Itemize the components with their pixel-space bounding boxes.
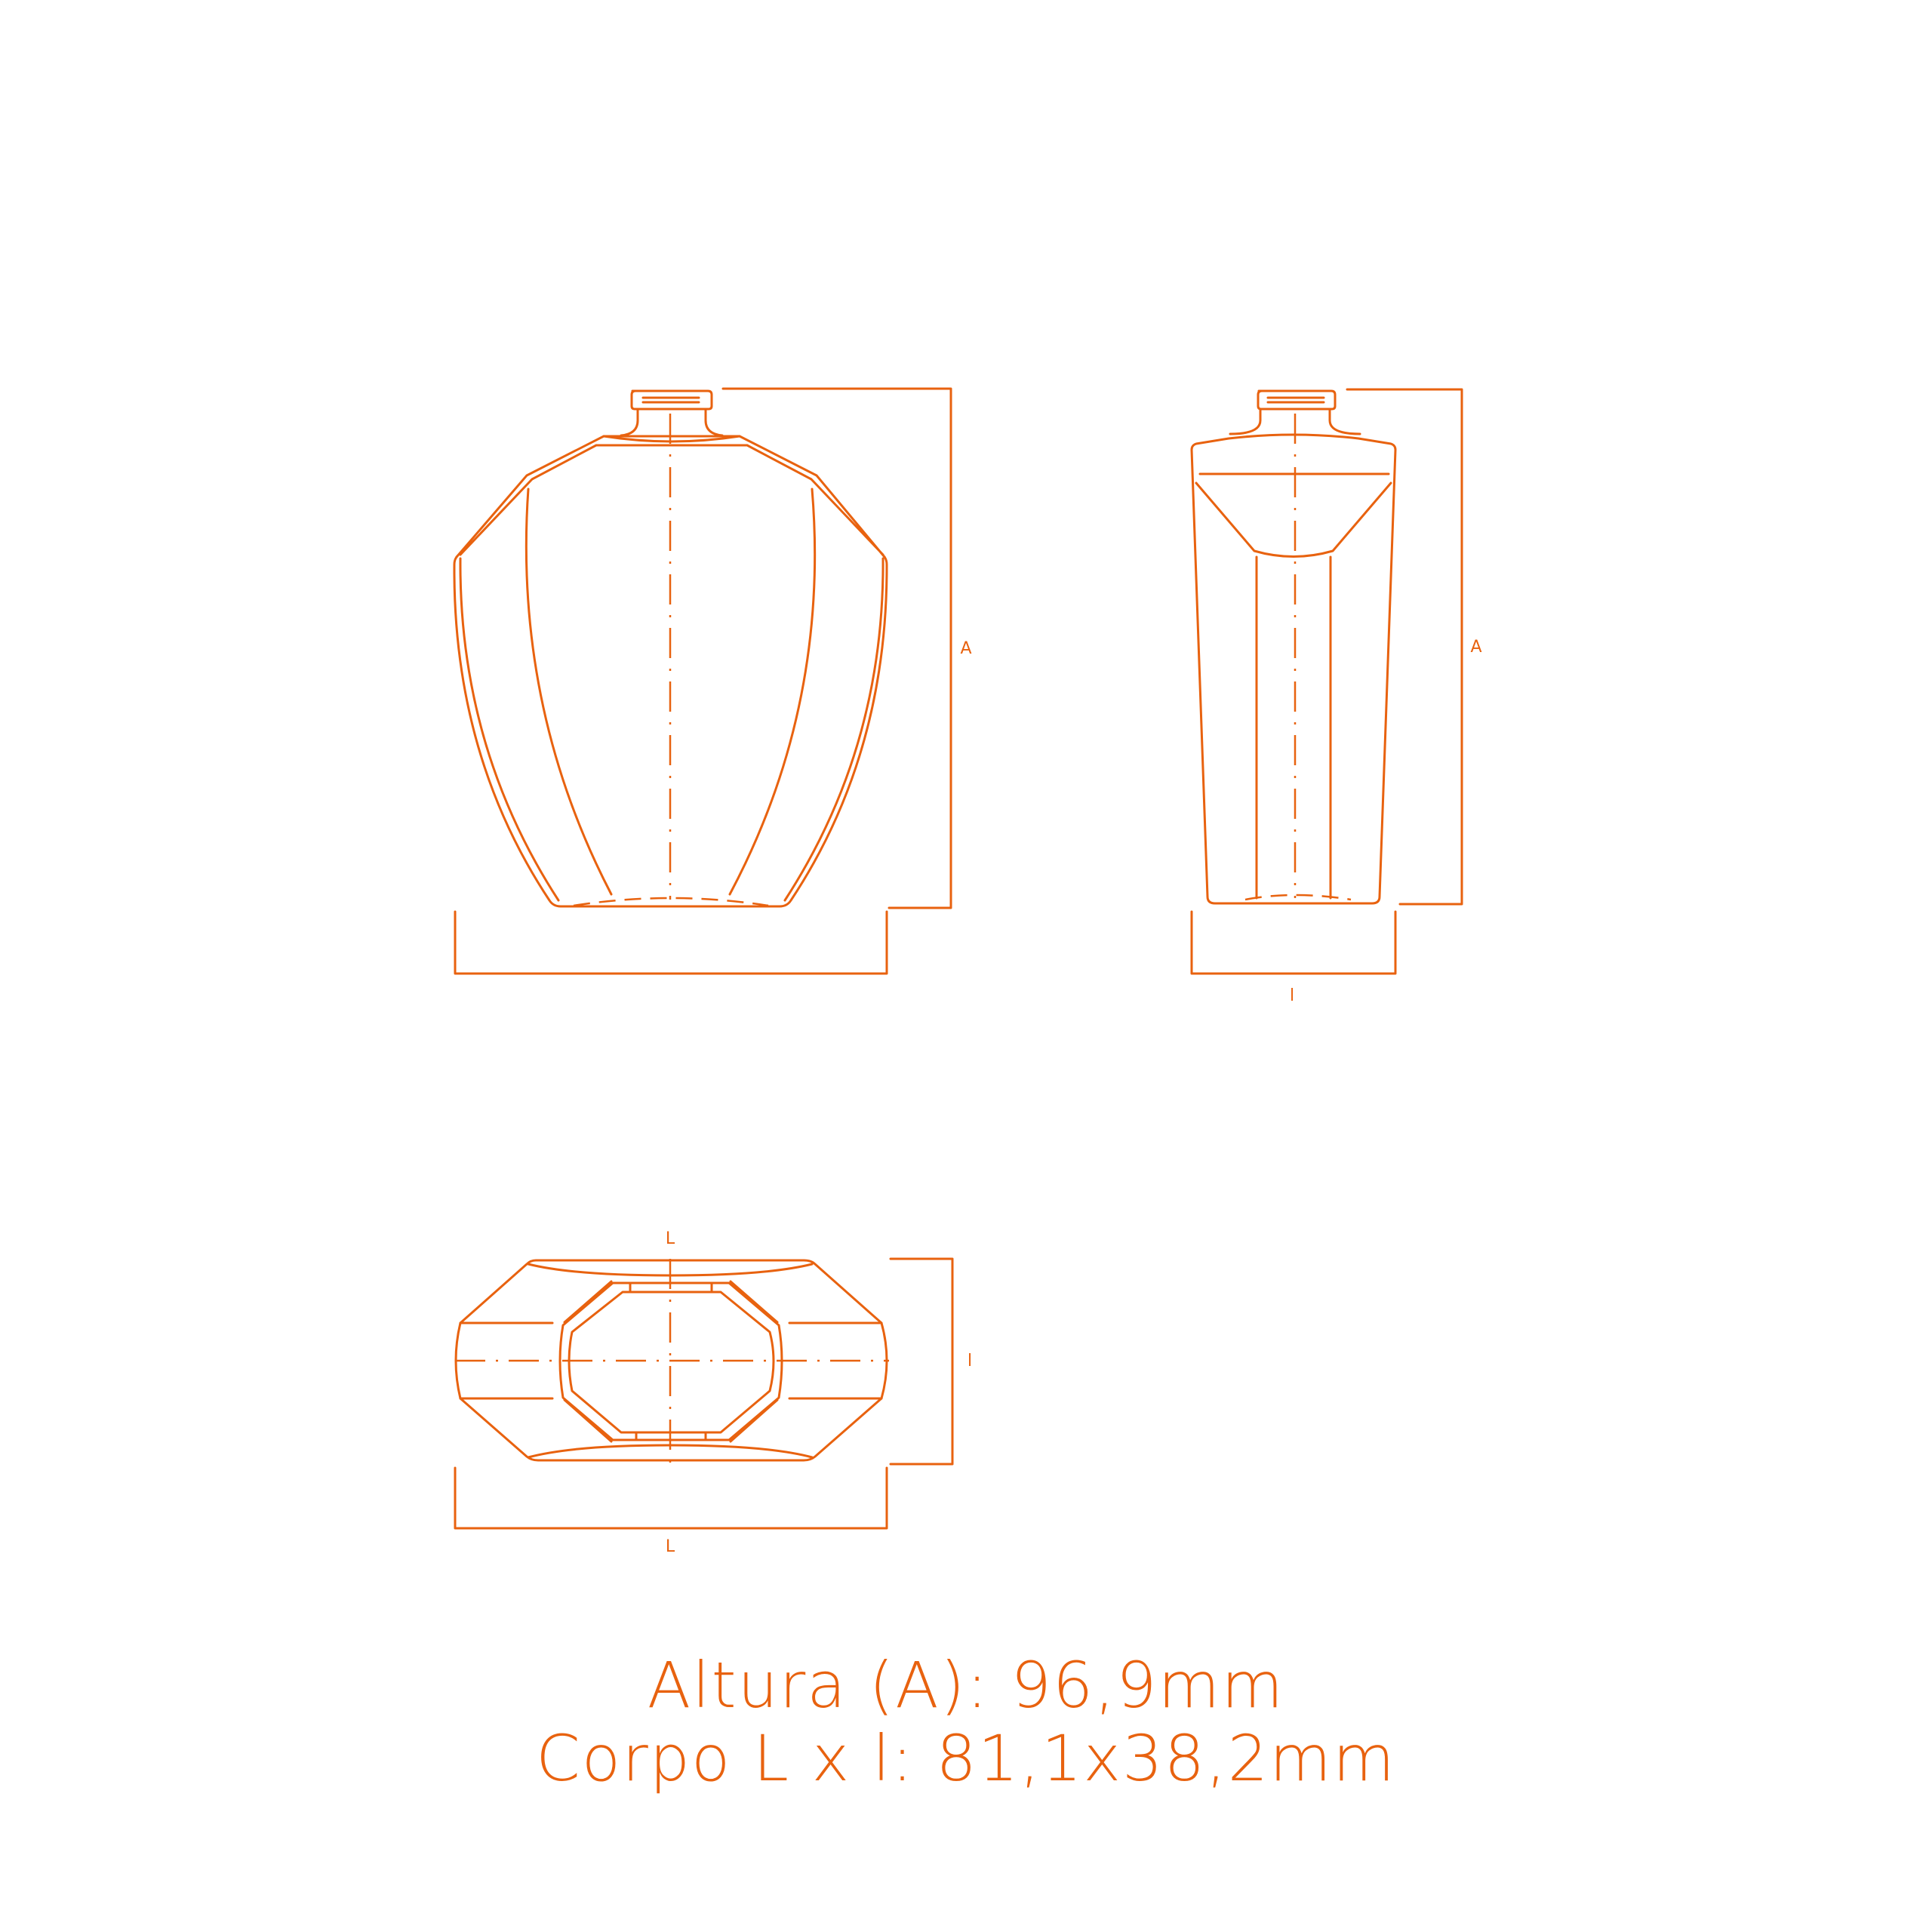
front-height-dimension bbox=[721, 387, 952, 909]
side-body bbox=[1190, 433, 1397, 905]
top-length-label-bottom: L bbox=[666, 1537, 675, 1556]
front-body-inner bbox=[459, 488, 884, 902]
side-height-dimension bbox=[1346, 388, 1463, 906]
front-neck bbox=[620, 408, 724, 437]
top-length-dimension bbox=[454, 1466, 888, 1530]
side-facets bbox=[1195, 472, 1392, 900]
top-width-dimension bbox=[889, 1257, 954, 1466]
height-caption: Altura (A): 96,9mm bbox=[647, 1648, 1285, 1722]
top-facet-lines bbox=[459, 1321, 883, 1400]
front-width-dimension bbox=[454, 910, 888, 975]
side-height-label: A bbox=[1470, 638, 1481, 657]
body-dimensions-caption: Corpo L x l: 81,1x38,2mm bbox=[536, 1721, 1396, 1795]
side-base-ellipse bbox=[1244, 894, 1352, 901]
front-cap bbox=[630, 389, 713, 411]
top-length-label-top: L bbox=[666, 1229, 675, 1248]
front-base-ellipse bbox=[573, 897, 769, 907]
top-inner-octagon bbox=[558, 1280, 783, 1443]
front-view: A bbox=[453, 387, 972, 975]
top-width-label: l bbox=[968, 1352, 972, 1371]
front-shoulder bbox=[455, 435, 886, 558]
front-height-label: A bbox=[960, 639, 971, 658]
side-width-label: l bbox=[1290, 986, 1294, 1005]
front-body-outer bbox=[453, 555, 888, 908]
side-view: A l bbox=[1190, 388, 1482, 1005]
top-view: L l L bbox=[454, 1229, 972, 1556]
side-width-dimension bbox=[1190, 910, 1397, 975]
side-cap bbox=[1257, 389, 1337, 411]
side-neck bbox=[1229, 408, 1361, 435]
